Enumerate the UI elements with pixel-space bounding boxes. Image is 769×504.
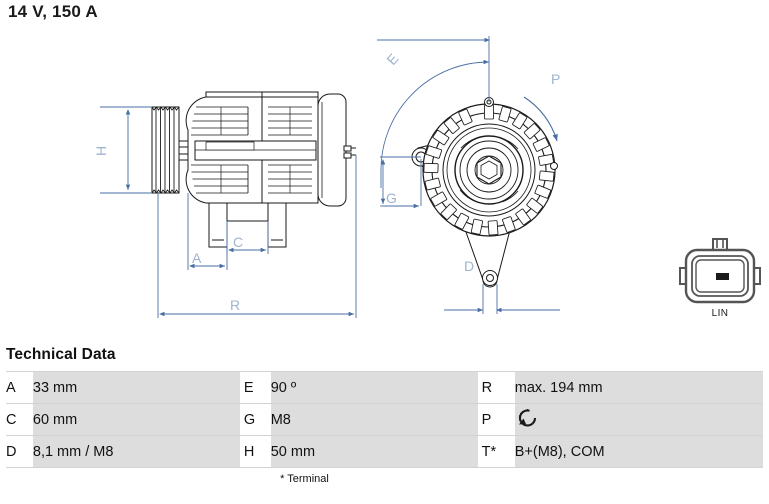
row-value-c: 60 mm <box>32 403 240 436</box>
row-value-e: 90 º <box>270 371 478 404</box>
row-value-h: 50 mm <box>270 435 478 468</box>
front-view-dimensions <box>377 36 560 314</box>
row-key-t: T* <box>481 435 515 468</box>
row-value-r: max. 194 mm <box>514 371 763 404</box>
technical-data-footnote: * Terminal <box>280 473 329 485</box>
counter-clockwise-rotation-icon <box>515 406 541 434</box>
dimension-label-g: G <box>386 190 397 206</box>
dimension-label-h: H <box>93 146 109 156</box>
column-spacer <box>239 435 244 468</box>
alternator-housing <box>185 91 356 248</box>
table-row: C 60 mm G M8 P <box>6 403 763 436</box>
row-value-p <box>514 403 763 436</box>
pulley-icon <box>151 106 189 194</box>
row-value-a: 33 mm <box>32 371 240 404</box>
row-value-g: M8 <box>270 403 478 436</box>
row-key-c: C <box>6 403 33 436</box>
dimension-d <box>444 284 560 314</box>
alternator-front-view <box>411 97 558 288</box>
fan-vent-slots <box>423 104 555 236</box>
technical-data-table: A 33 mm E 90 º R max. 194 mm C 60 mm G M… <box>6 371 763 468</box>
row-value-d: 8,1 mm / M8 <box>32 435 240 468</box>
row-key-p: P <box>481 403 515 436</box>
table-row: D 8,1 mm / M8 H 50 mm T* B+(M8), COM <box>6 435 763 468</box>
row-key-e: E <box>243 371 271 404</box>
row-key-h: H <box>243 435 271 468</box>
connector-illustration: LIN <box>676 236 769 328</box>
dimension-label-r: R <box>230 297 240 313</box>
row-key-a: A <box>6 371 33 404</box>
alternator-side-view <box>151 91 356 248</box>
dimension-r <box>157 155 357 318</box>
table-row: A 33 mm E 90 º R max. 194 mm <box>6 371 763 404</box>
b-plus-terminal-icon <box>343 145 356 159</box>
row-key-g: G <box>243 403 271 436</box>
dimension-c <box>226 221 269 254</box>
technical-data-heading: Technical Data <box>6 346 116 363</box>
hex-nut-icon <box>476 155 502 185</box>
connector-label: LIN <box>711 308 729 319</box>
column-spacer <box>477 435 482 468</box>
technical-data-section: Technical Data A 33 mm E 90 º R max. 194… <box>0 346 769 485</box>
dimension-label-d: D <box>464 258 474 274</box>
row-value-t: B+(M8), COM <box>514 435 763 468</box>
dimension-label-a: A <box>192 250 202 266</box>
row-key-d: D <box>6 435 33 468</box>
dimension-g <box>380 156 422 209</box>
technical-drawing: H A C R <box>0 22 769 342</box>
dimension-label-p: P <box>551 71 560 87</box>
drawing-svg: H A C R <box>93 36 560 318</box>
rotation-arrow-p <box>523 96 558 142</box>
row-key-r: R <box>481 371 515 404</box>
lin-connector-icon <box>679 238 761 304</box>
dimension-label-e: E <box>383 50 401 68</box>
dimension-label-c: C <box>233 234 243 250</box>
dimension-h <box>100 106 152 194</box>
page-title: 14 V, 150 A <box>8 2 98 21</box>
side-view-dimensions <box>100 106 357 318</box>
